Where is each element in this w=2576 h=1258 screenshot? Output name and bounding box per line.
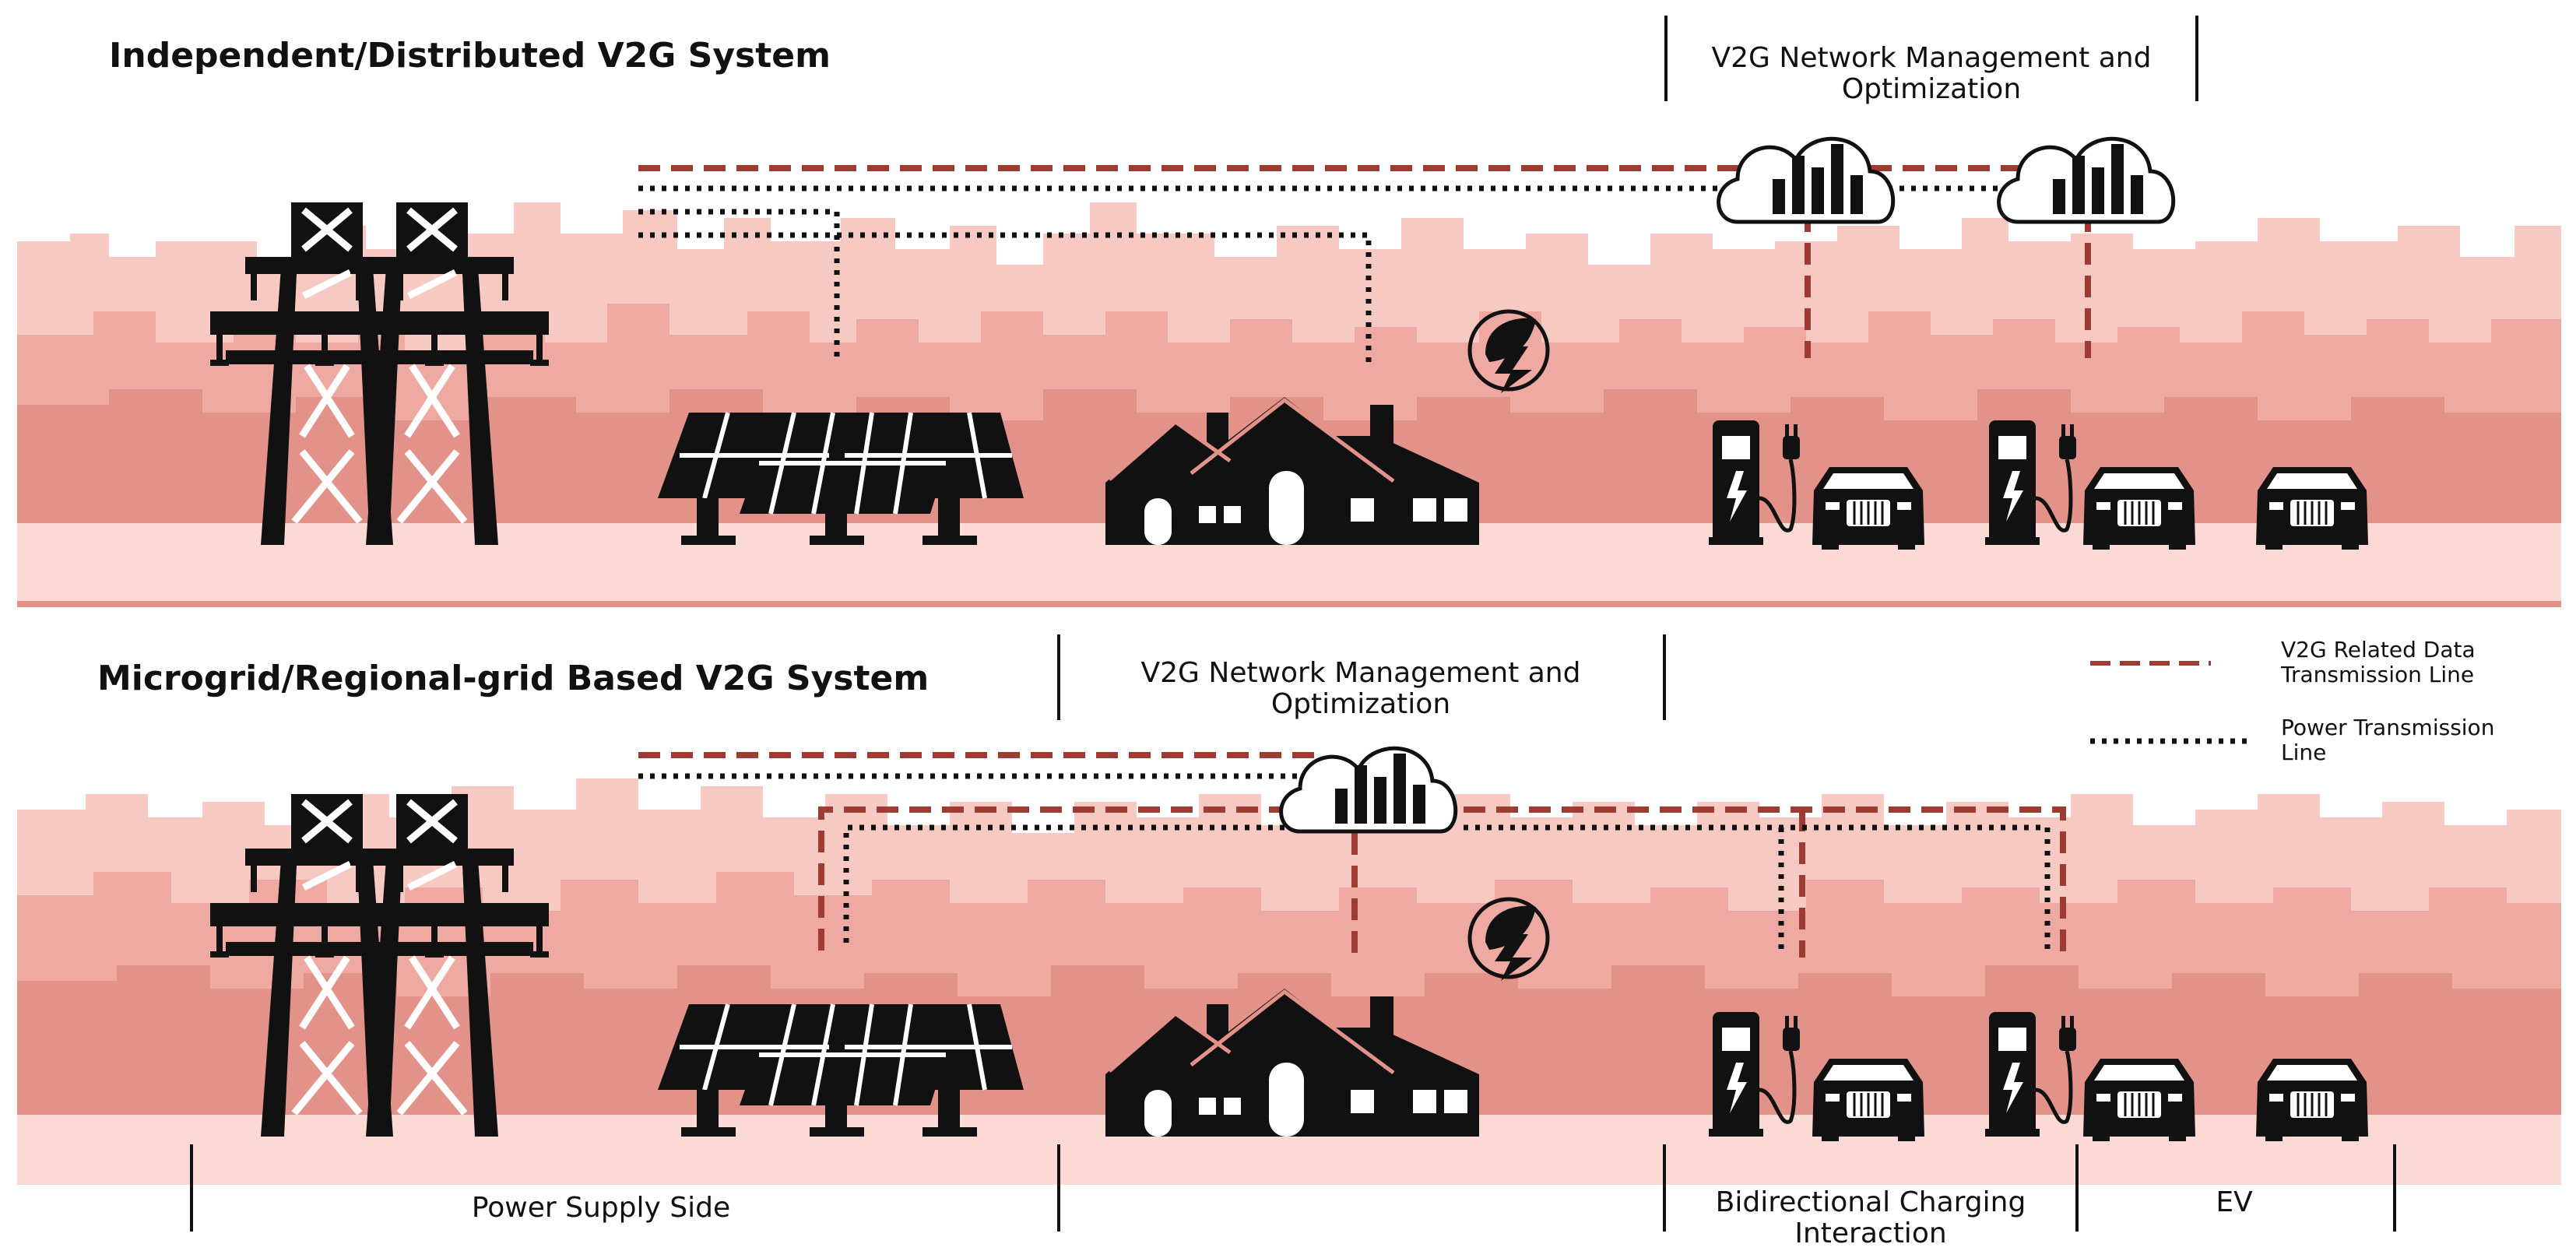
- top-data-lines: [638, 165, 2091, 358]
- top-car-icon-1: [1811, 466, 1926, 551]
- footer-charging-label-line2: Interaction: [1794, 1218, 1946, 1249]
- top-cloud-chart-icon-2: [1999, 139, 2174, 222]
- legend-data-label-line1: V2G Related Data: [2281, 637, 2476, 662]
- legend-data-label-line2: Transmission Line: [2280, 662, 2474, 687]
- top-cloud-chart-icon-1: [1719, 139, 1893, 222]
- top-car-icon-2: [2082, 466, 2197, 551]
- bottom-management-label-line2: Optimization: [1271, 688, 1450, 720]
- top-power-lines: [638, 185, 2001, 366]
- footer-charging-label-line1: Bidirectional Charging: [1716, 1186, 2026, 1218]
- bottom-car-icon-3: [2254, 1057, 2370, 1143]
- bottom-car-icon-1: [1811, 1057, 1926, 1143]
- top-skyline: [17, 202, 2561, 607]
- footer-ev-label: EV: [2216, 1186, 2253, 1218]
- bottom-data-lines: [638, 752, 2066, 958]
- bottom-power-lines: [638, 773, 2051, 950]
- bottom-car-icon-2: [2082, 1057, 2197, 1143]
- bottom-skyline: [17, 778, 2561, 1185]
- legend-power-label-line1: Power Transmission: [2281, 715, 2494, 740]
- top-panel: Independent/Distributed V2G System V2G N…: [17, 16, 2561, 607]
- top-management-label-line1: V2G Network Management and: [1712, 42, 2152, 74]
- bottom-cloud-chart-icon: [1281, 748, 1456, 831]
- bottom-title: Microgrid/Regional-grid Based V2G System: [97, 659, 929, 698]
- bottom-panel: Microgrid/Regional-grid Based V2G System…: [17, 634, 2561, 1185]
- footer-supply-label: Power Supply Side: [472, 1192, 730, 1224]
- footer: Power Supply Side Bidirectional Charging…: [190, 1144, 2396, 1249]
- top-car-icon-3: [2254, 466, 2370, 551]
- bottom-management-label-line1: V2G Network Management and: [1141, 657, 1581, 689]
- legend-power-label-line2: Line: [2281, 740, 2326, 765]
- top-title: Independent/Distributed V2G System: [109, 36, 831, 76]
- legend: V2G Related Data Transmission Line Power…: [2090, 637, 2494, 765]
- top-management-label-line2: Optimization: [1842, 73, 2021, 105]
